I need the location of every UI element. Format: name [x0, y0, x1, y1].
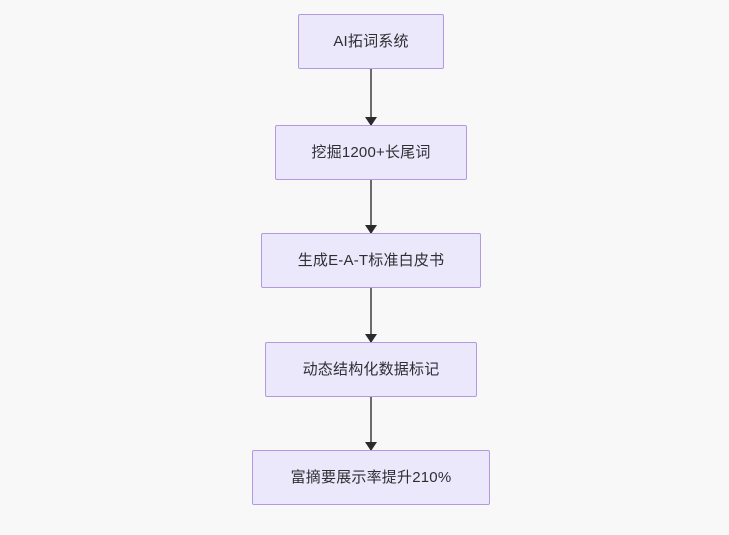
edge-line	[370, 180, 372, 233]
edge-node3-to-node4	[365, 288, 377, 343]
flow-node-label: 富摘要展示率提升210%	[290, 468, 452, 486]
flow-node-generate-eat-whitepaper[interactable]: 生成E-A-T标准白皮书	[261, 233, 481, 288]
flow-node-dynamic-structured-data-markup[interactable]: 动态结构化数据标记	[265, 342, 477, 397]
arrowhead-icon	[365, 442, 377, 451]
flow-node-rich-snippet-impression-lift[interactable]: 富摘要展示率提升210%	[252, 450, 490, 505]
edge-node1-to-node2	[365, 69, 377, 126]
flow-node-label: 生成E-A-T标准白皮书	[297, 251, 445, 269]
edge-node2-to-node3	[365, 180, 377, 234]
arrowhead-icon	[365, 334, 377, 343]
arrowhead-icon	[365, 225, 377, 234]
edge-line	[370, 288, 372, 342]
flow-node-label: AI拓词系统	[333, 32, 409, 50]
arrowhead-icon	[365, 117, 377, 126]
flow-node-ai-keyword-system[interactable]: AI拓词系统	[298, 14, 444, 69]
flow-node-mine-longtail-keywords[interactable]: 挖掘1200+长尾词	[275, 125, 467, 180]
flow-node-label: 动态结构化数据标记	[302, 360, 440, 378]
flow-node-label: 挖掘1200+长尾词	[311, 143, 431, 161]
edge-line	[370, 69, 372, 125]
edge-node4-to-node5	[365, 397, 377, 451]
edge-line	[370, 397, 372, 450]
